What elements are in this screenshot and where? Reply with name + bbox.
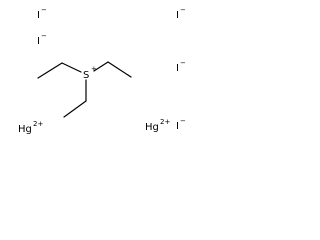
- bond-ethyl1-ch2-s: [61, 62, 82, 73]
- iodide-charge: −: [180, 117, 186, 125]
- sulfonium-charge: +: [91, 65, 97, 73]
- mercury-symbol: Hg: [18, 124, 32, 135]
- iodide-ion: I −: [37, 32, 47, 47]
- iodide-ion: I −: [176, 117, 186, 132]
- bond-ethyl1-ch3-ch2: [37, 62, 63, 79]
- iodide-charge: −: [41, 32, 47, 40]
- sulfonium-symbol: S: [83, 70, 89, 81]
- iodide-symbol: I: [37, 10, 40, 21]
- iodide-ion: I −: [176, 59, 186, 74]
- iodide-symbol: I: [37, 36, 40, 47]
- structure-canvas: S + I − I − I − I − I − Hg 2+ Hg: [0, 0, 202, 151]
- iodide-charge: −: [41, 6, 47, 14]
- iodide-symbol: I: [176, 10, 179, 21]
- iodide-ion: I −: [37, 6, 47, 21]
- iodide-charge: −: [180, 6, 186, 14]
- mercury-charge: 2+: [160, 118, 170, 126]
- iodide-symbol: I: [176, 121, 179, 132]
- iodide-ion: I −: [176, 6, 186, 21]
- bond-ethyl3-ch2-ch3: [63, 100, 87, 118]
- mercury-ion: Hg 2+: [18, 120, 43, 135]
- bond-ethyl2-ch2-ch3: [107, 61, 132, 78]
- mercury-charge: 2+: [33, 120, 43, 128]
- bond-ethyl2-s-ch2: [93, 61, 109, 72]
- mercury-ion: Hg 2+: [145, 118, 170, 133]
- mercury-symbol: Hg: [145, 122, 159, 133]
- iodide-charge: −: [180, 59, 186, 67]
- bond-group: [37, 61, 132, 118]
- structure-drawing: S + I − I − I − I − I − Hg 2+ Hg: [18, 6, 186, 135]
- sulfonium-atom: S +: [83, 65, 97, 81]
- iodide-symbol: I: [176, 63, 179, 74]
